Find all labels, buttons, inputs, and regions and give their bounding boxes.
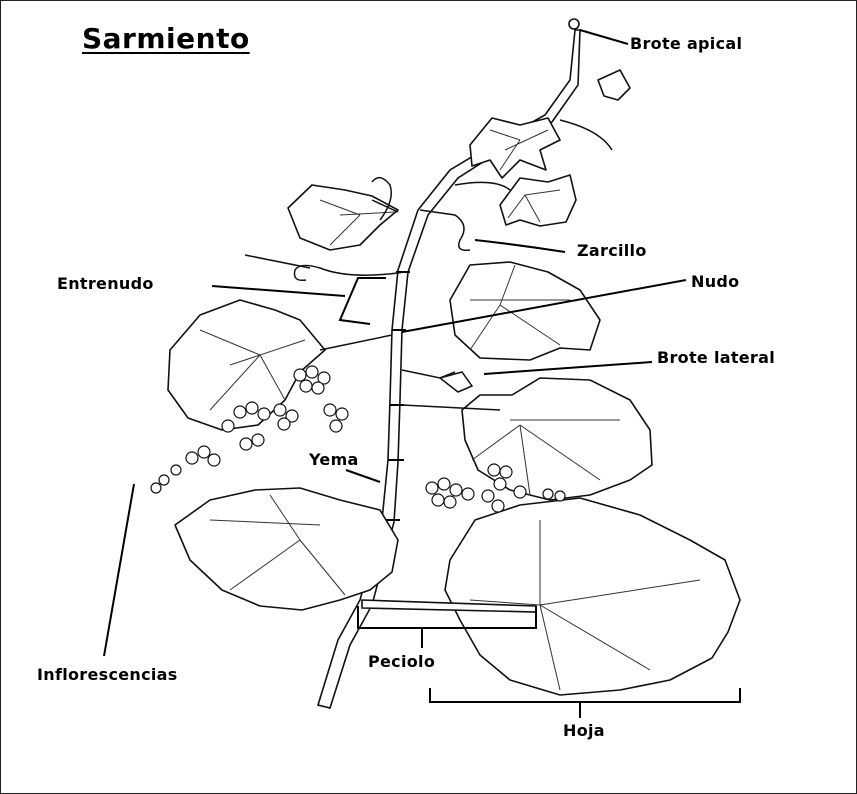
apical-bud [569,19,579,29]
leaf-upper-right [500,175,576,226]
label-entrenudo: Entrenudo [57,274,154,293]
leaf-top-small [470,118,560,178]
label-hoja: Hoja [563,721,605,740]
label-peciolo: Peciolo [368,652,435,671]
diagram-title: Sarmiento [82,22,250,55]
label-inflorescencias: Inflorescencias [37,665,178,684]
label-nudo: Nudo [691,272,739,291]
leaf-apex-tiny [598,70,630,100]
leaf-right-lower [462,378,652,500]
label-brote-lateral: Brote lateral [657,348,775,367]
leaf-bottom-right [445,498,740,695]
lateral-shoot [440,372,472,392]
label-brote-apical: Brote apical [630,34,742,53]
label-yema: Yema [309,450,359,469]
leaf-middle-right [450,262,600,360]
leaf-bottom-left [175,488,398,610]
petiole-left-mid [320,335,392,350]
label-zarcillo: Zarcillo [577,241,647,260]
